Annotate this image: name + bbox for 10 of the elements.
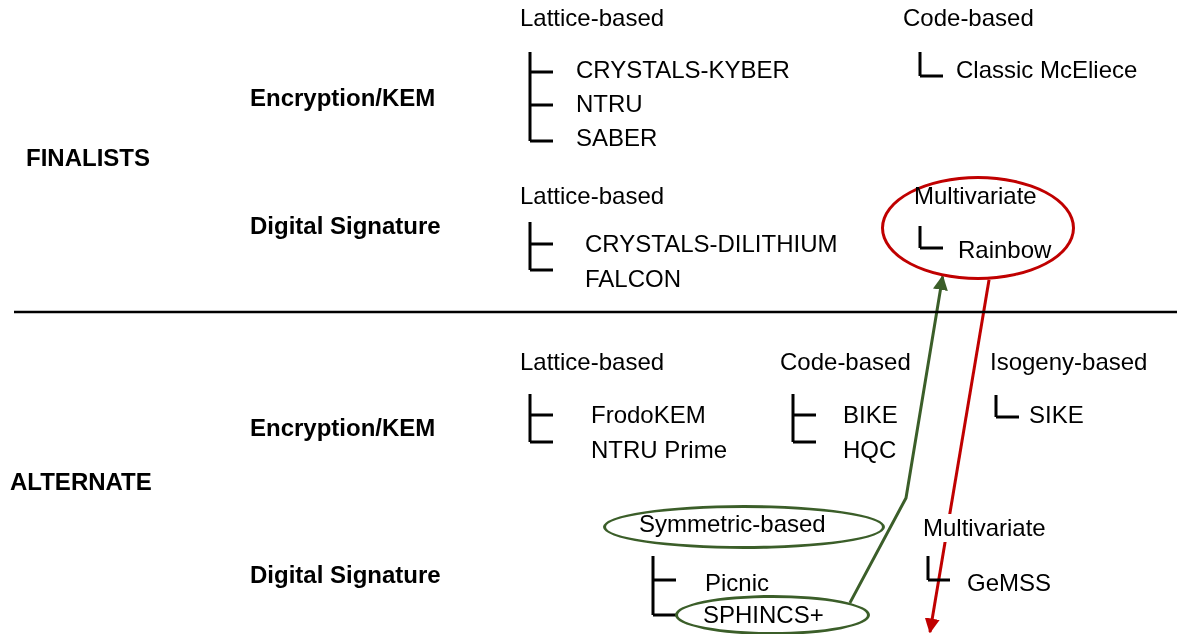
highlight-ellipse (603, 505, 885, 549)
algorithm-name: SPHINCS+ (703, 601, 824, 629)
highlight-ellipse (675, 595, 870, 634)
algorithm-name: Rainbow (958, 236, 1052, 264)
arrow (848, 274, 948, 604)
category-label: Multivariate (923, 514, 1046, 542)
category-label: Multivariate (914, 182, 1037, 210)
arrow (924, 279, 991, 634)
highlight-ellipse (881, 176, 1075, 280)
category-label: Symmetric-based (639, 510, 826, 538)
